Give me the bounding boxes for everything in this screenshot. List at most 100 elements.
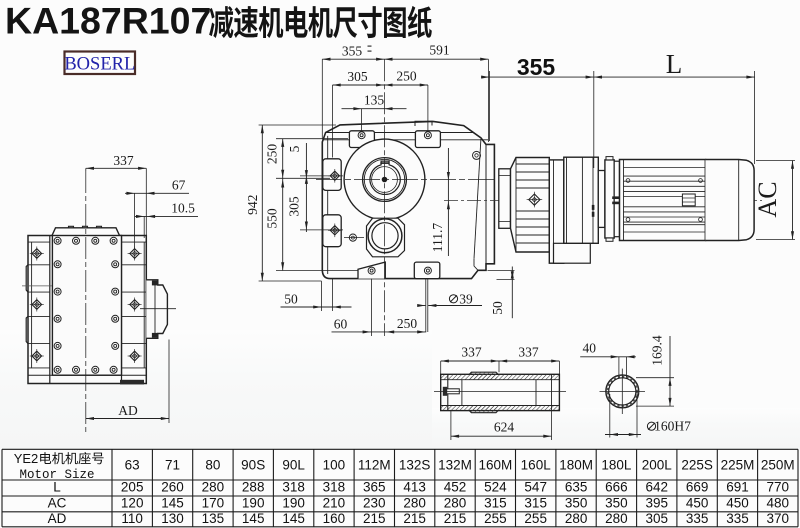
svg-text:355: 355 bbox=[517, 54, 556, 80]
svg-text:145: 145 bbox=[242, 511, 265, 526]
svg-text:452: 452 bbox=[444, 480, 467, 495]
svg-text:335: 335 bbox=[686, 511, 709, 526]
svg-text:280: 280 bbox=[202, 480, 225, 495]
svg-text:190: 190 bbox=[242, 496, 265, 511]
svg-text:L: L bbox=[53, 480, 61, 495]
svg-text:160H7: 160H7 bbox=[654, 419, 691, 434]
svg-text:225M: 225M bbox=[721, 457, 755, 472]
svg-text:669: 669 bbox=[686, 480, 709, 495]
svg-text:635: 635 bbox=[565, 480, 588, 495]
svg-text:260: 260 bbox=[161, 480, 184, 495]
svg-text:524: 524 bbox=[484, 480, 507, 495]
svg-text:132M: 132M bbox=[438, 457, 472, 472]
svg-text:160M: 160M bbox=[479, 457, 513, 472]
svg-text:135: 135 bbox=[202, 511, 225, 526]
svg-text:315: 315 bbox=[484, 496, 507, 511]
svg-text:305: 305 bbox=[286, 196, 301, 217]
svg-text:90S: 90S bbox=[241, 457, 265, 472]
svg-text:280: 280 bbox=[565, 511, 588, 526]
svg-text:547: 547 bbox=[524, 480, 547, 495]
svg-text:250: 250 bbox=[397, 316, 418, 331]
svg-text:67: 67 bbox=[172, 178, 186, 193]
svg-text:255: 255 bbox=[484, 511, 507, 526]
svg-text:145: 145 bbox=[161, 496, 184, 511]
svg-text:160L: 160L bbox=[521, 457, 552, 472]
svg-text:288: 288 bbox=[242, 480, 265, 495]
svg-text:BOSERL: BOSERL bbox=[64, 54, 135, 74]
svg-text:169.4: 169.4 bbox=[650, 335, 665, 366]
svg-text:413: 413 bbox=[403, 480, 426, 495]
svg-text:210: 210 bbox=[323, 496, 346, 511]
svg-text:215: 215 bbox=[403, 511, 426, 526]
svg-text:337: 337 bbox=[518, 345, 539, 360]
svg-text:Motor Size: Motor Size bbox=[19, 468, 94, 482]
svg-text:71: 71 bbox=[165, 457, 180, 472]
svg-text:666: 666 bbox=[605, 480, 628, 495]
svg-text:225S: 225S bbox=[681, 457, 713, 472]
svg-text:942: 942 bbox=[245, 195, 260, 215]
svg-text:365: 365 bbox=[363, 480, 386, 495]
svg-text:337: 337 bbox=[113, 153, 134, 168]
svg-text:205: 205 bbox=[121, 480, 144, 495]
svg-text:318: 318 bbox=[282, 480, 305, 495]
svg-text:480: 480 bbox=[767, 496, 790, 511]
svg-text:335: 335 bbox=[726, 511, 749, 526]
svg-text:5: 5 bbox=[287, 145, 302, 152]
svg-text:190: 190 bbox=[282, 496, 305, 511]
svg-text:200L: 200L bbox=[642, 457, 673, 472]
svg-text:250: 250 bbox=[264, 144, 279, 165]
svg-text:10.5: 10.5 bbox=[171, 200, 195, 215]
svg-text:KA187R107: KA187R107 bbox=[5, 0, 211, 42]
svg-text:395: 395 bbox=[646, 496, 669, 511]
svg-text:280: 280 bbox=[444, 496, 467, 511]
svg-text:AD: AD bbox=[118, 403, 138, 418]
svg-text:318: 318 bbox=[323, 480, 346, 495]
svg-text:550: 550 bbox=[265, 208, 280, 229]
svg-text:250M: 250M bbox=[761, 457, 795, 472]
svg-text:350: 350 bbox=[565, 496, 588, 511]
svg-text:60: 60 bbox=[334, 317, 348, 332]
svg-text:180L: 180L bbox=[601, 457, 632, 472]
svg-text:YE2: YE2 bbox=[14, 451, 39, 466]
svg-text:50: 50 bbox=[284, 291, 298, 306]
svg-text:170: 170 bbox=[202, 496, 225, 511]
svg-text:L: L bbox=[666, 49, 683, 79]
svg-text:40: 40 bbox=[583, 341, 597, 356]
svg-text:305: 305 bbox=[347, 69, 368, 84]
svg-text:110: 110 bbox=[121, 511, 143, 526]
svg-text:315: 315 bbox=[524, 496, 547, 511]
svg-text:180M: 180M bbox=[559, 457, 593, 472]
svg-text:255: 255 bbox=[524, 511, 547, 526]
svg-text:370: 370 bbox=[767, 511, 790, 526]
svg-text:305: 305 bbox=[646, 511, 669, 526]
svg-text:AC: AC bbox=[48, 496, 67, 511]
svg-text:160: 160 bbox=[323, 511, 346, 526]
svg-text:230: 230 bbox=[363, 496, 386, 511]
svg-text:AD: AD bbox=[48, 511, 67, 526]
svg-text:250: 250 bbox=[396, 69, 417, 84]
svg-text:90L: 90L bbox=[282, 457, 305, 472]
svg-text:450: 450 bbox=[686, 496, 709, 511]
svg-text:624: 624 bbox=[494, 420, 515, 435]
svg-text:130: 130 bbox=[161, 511, 184, 526]
svg-text:215: 215 bbox=[363, 511, 386, 526]
svg-text:280: 280 bbox=[605, 511, 628, 526]
svg-text:350: 350 bbox=[605, 496, 628, 511]
svg-text:132S: 132S bbox=[399, 457, 431, 472]
svg-text:642: 642 bbox=[646, 480, 669, 495]
svg-text:50: 50 bbox=[490, 301, 505, 315]
svg-text:AC: AC bbox=[753, 181, 782, 217]
svg-text:280: 280 bbox=[403, 496, 426, 511]
svg-text:337: 337 bbox=[461, 345, 482, 360]
svg-text:215: 215 bbox=[444, 511, 467, 526]
svg-text:39: 39 bbox=[459, 292, 473, 307]
svg-text:355: 355 bbox=[342, 43, 363, 58]
svg-text:63: 63 bbox=[125, 457, 140, 472]
svg-text:591: 591 bbox=[429, 43, 449, 58]
svg-text:80: 80 bbox=[205, 457, 220, 472]
svg-text:111.7: 111.7 bbox=[430, 223, 445, 253]
svg-text:450: 450 bbox=[726, 496, 749, 511]
svg-text:112M: 112M bbox=[358, 457, 391, 472]
svg-text:135: 135 bbox=[364, 93, 385, 108]
svg-text:691: 691 bbox=[726, 480, 749, 495]
